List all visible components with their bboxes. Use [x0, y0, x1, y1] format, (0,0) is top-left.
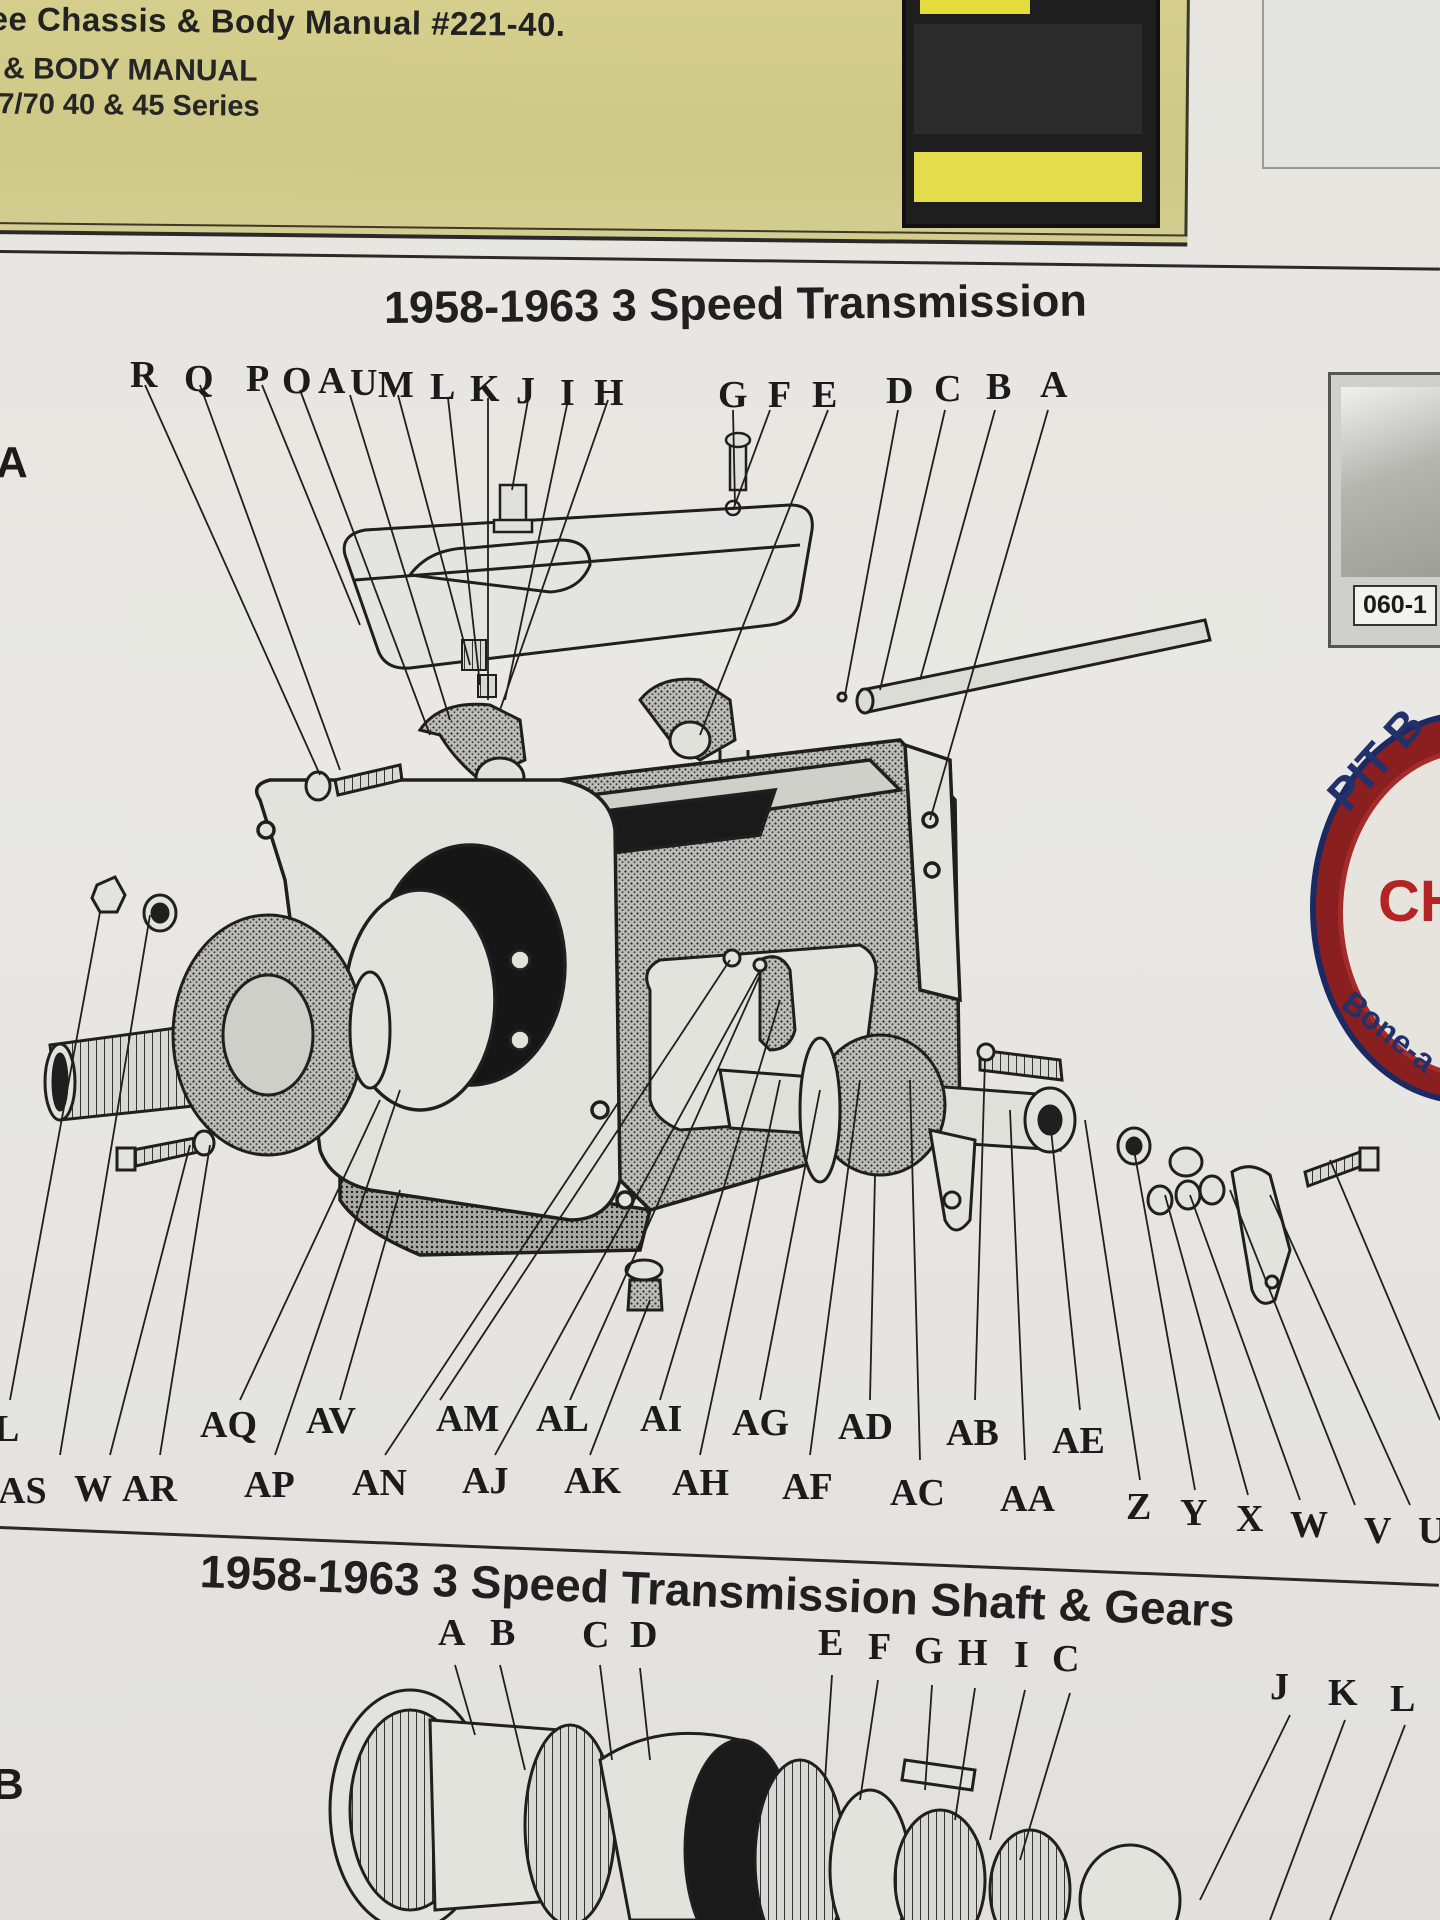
callout-label: AQ [200, 1404, 257, 1446]
callout-label: Q [184, 358, 214, 400]
callout-label: K [1328, 1672, 1358, 1714]
callout-label: U [1418, 1510, 1440, 1552]
callout-label: X [1236, 1498, 1264, 1540]
callout-label: D [630, 1614, 658, 1656]
callout-label: F [868, 1626, 892, 1668]
section-letter-b: B [0, 1760, 24, 1809]
shaft-gears-illustration [328, 1664, 1406, 1920]
callout-label: V [1364, 1510, 1392, 1552]
callout-label: W [74, 1468, 112, 1510]
callout-label: B [490, 1612, 516, 1654]
callout-label: H [958, 1632, 988, 1674]
callout-label: AG [732, 1402, 789, 1444]
callout-label: D [886, 370, 914, 412]
callout-label: AS [0, 1470, 47, 1512]
product-code: 060-1 [1353, 585, 1437, 626]
callout-label: L [1390, 1678, 1416, 1720]
callout-label: AI [640, 1398, 683, 1440]
callout-label: H [594, 372, 624, 414]
callout-label: AH [672, 1462, 729, 1504]
section-letter-a: A [0, 438, 28, 487]
shift-fork [417, 677, 750, 812]
callout-label: AP [244, 1464, 295, 1506]
callout-label: I [1014, 1634, 1029, 1676]
callout-label: AV [306, 1400, 356, 1442]
callout-label: AM [436, 1398, 500, 1440]
callout-label: AK [564, 1460, 621, 1502]
callout-label: AJ [462, 1460, 509, 1502]
callout-label: E [812, 374, 838, 416]
callout-label: C [934, 368, 962, 410]
top-cover-plate [342, 503, 814, 670]
output-shaft-assembly [718, 1033, 1077, 1232]
shift-rod [836, 618, 1212, 715]
callout-label: AE [1052, 1420, 1105, 1462]
callout-label: B [986, 366, 1012, 408]
callout-label: G [718, 374, 748, 416]
callout-label: K [470, 368, 500, 410]
detent-spring [461, 639, 497, 698]
cover-bolt [492, 431, 752, 534]
callout-label: AA [1000, 1478, 1055, 1520]
callout-label: Z [1126, 1486, 1152, 1528]
callout-label: A [318, 360, 346, 402]
callout-label: P [246, 358, 270, 400]
corner-illustration [1262, 0, 1440, 169]
callout-label: Y [1180, 1492, 1208, 1534]
callout-label: G [914, 1630, 944, 1672]
leader-lines [9, 384, 1440, 1506]
callout-label: AR [122, 1468, 177, 1510]
input-shaft [43, 913, 392, 1157]
callout-label: E [818, 1622, 844, 1664]
callout-label: W [1290, 1504, 1328, 1546]
small-hardware [1116, 1126, 1380, 1305]
callout-label: J [1270, 1666, 1289, 1708]
callout-label: L [0, 1408, 20, 1450]
callout-label: I [560, 372, 575, 414]
callout-label: J [516, 370, 535, 412]
callout-label: R [130, 354, 158, 396]
callout-label: A [438, 1612, 466, 1654]
callout-label: AC [890, 1472, 945, 1514]
callout-label: F [768, 374, 792, 416]
callout-label: C [582, 1614, 610, 1656]
callout-label: M [378, 364, 414, 406]
callout-label: A [1040, 364, 1068, 406]
callout-label: AF [782, 1466, 833, 1508]
callout-label: AN [352, 1462, 407, 1504]
manual-cover-image [902, 0, 1160, 228]
callout-label: C [1052, 1638, 1080, 1680]
callout-label: AL [536, 1398, 589, 1440]
left-hardware [90, 763, 664, 1312]
callout-label: O [282, 360, 312, 402]
callout-label: AD [838, 1406, 893, 1448]
callout-label: U [350, 362, 378, 404]
badge-center-text: CH [1378, 869, 1440, 934]
product-thumbnail: 060-1 [1328, 372, 1440, 648]
callout-label: L [430, 366, 456, 408]
callout-label: AB [946, 1412, 999, 1454]
